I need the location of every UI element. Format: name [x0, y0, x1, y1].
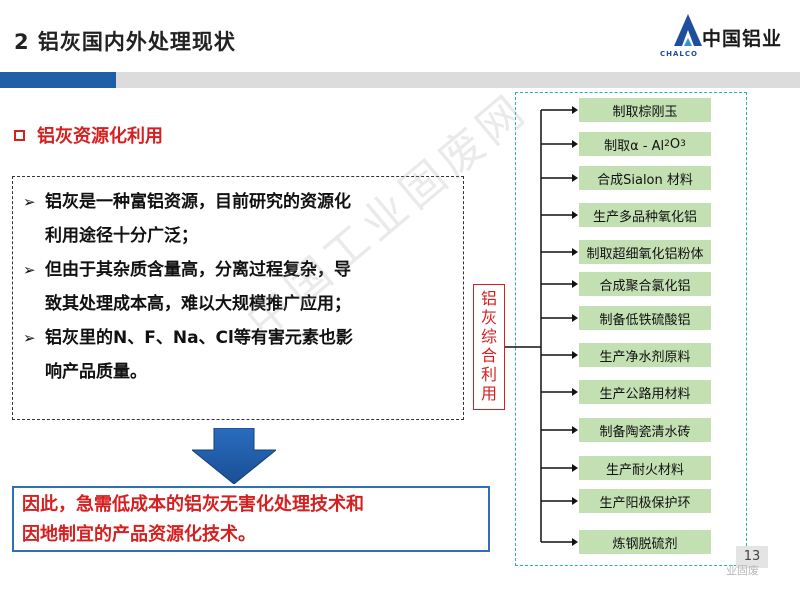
page-title: 2 铝灰国内外处理现状 [14, 30, 236, 54]
section-title-text: 铝灰资源化利用 [37, 126, 163, 147]
arrow-bullet-icon: ➢ [23, 193, 36, 211]
branch-node: 生产耐火材料 [579, 456, 711, 480]
branch-node-text: 制取棕刚玉 [612, 104, 678, 120]
root-node-text: 铝灰综合利用 [480, 289, 497, 403]
branch-node: 合成Sialon 材料 [579, 166, 711, 190]
branch-node: 生产公路用材料 [579, 380, 711, 404]
subscript-text: 2 [664, 139, 670, 149]
branch-node-text: 合成Sialon 材料 [597, 172, 693, 188]
bullet-text-continued: 致其处理成本高，难以大规模推广应用； [45, 294, 351, 314]
header-bar-accent [0, 72, 116, 88]
arrow-bullet-icon: ➢ [23, 261, 36, 279]
header-bar [116, 72, 800, 88]
bullet-text-box: ➢ 铝灰是一种富铝资源，目前研究的资源化 利用途径十分广泛； ➢ 但由于其杂质含… [12, 176, 464, 420]
bullet-text: 铝灰里的N、F、Na、Cl等有害元素也影 [45, 328, 353, 348]
branch-node: 生产阳极保护环 [579, 489, 711, 513]
branch-node: 制取棕刚玉 [579, 98, 711, 122]
logo-text: 中国铝业 [702, 28, 783, 50]
bullet-text-continued: 利用途径十分广泛； [45, 226, 198, 246]
bullet-text: 但由于其杂质含量高，分离过程复杂，导 [45, 260, 351, 280]
branch-node-text: 生产耐火材料 [605, 462, 684, 478]
branch-node-text: 炼钢脱硫剂 [612, 536, 678, 552]
bullet-item: ➢ 铝灰是一种富铝资源，目前研究的资源化 [23, 185, 453, 219]
branch-node: 制取超细氧化铝粉体 [579, 240, 711, 264]
branch-node-text: 生产净水剂原料 [599, 349, 691, 365]
branch-node-text: 生产多品种氧化铝 [592, 209, 697, 225]
bullet-text: 铝灰是一种富铝资源，目前研究的资源化 [45, 192, 351, 212]
branch-node-text: 制取超细氧化铝粉体 [586, 246, 704, 262]
conclusion-text-continued: 因地制宜的产品资源化技术。 [22, 524, 256, 545]
conclusion-text: 因此，急需低成本的铝灰无害化处理技术和 [22, 494, 364, 515]
square-bullet-icon [14, 129, 25, 141]
branch-node: 生产净水剂原料 [579, 343, 711, 367]
branch-node-text: 合成聚合氯化铝 [599, 278, 691, 294]
logo-subtext: CHALCO [660, 50, 698, 58]
branch-node-text: 制备陶瓷清水砖 [599, 424, 691, 440]
diagram-frame [515, 92, 747, 566]
branch-node: 制备陶瓷清水砖 [579, 418, 711, 442]
branch-node: 生产多品种氧化铝 [579, 203, 711, 227]
down-arrow-icon [192, 428, 276, 484]
section-title: 铝灰资源化利用 [14, 122, 163, 148]
bullet-item: ➢ 但由于其杂质含量高，分离过程复杂，导 [23, 253, 453, 287]
branch-node: 炼钢脱硫剂 [579, 530, 711, 554]
branch-node-text: O [669, 136, 681, 152]
chalco-logo [674, 14, 702, 46]
slide-number: 13 [736, 546, 768, 568]
branch-node-text: 生产阳极保护环 [599, 495, 691, 511]
branch-node-text: 生产公路用材料 [599, 386, 691, 402]
subscript-text: 3 [680, 139, 686, 149]
branch-node: 合成聚合氯化铝 [579, 272, 711, 296]
branch-node-text: 制备低铁硫酸铝 [599, 312, 691, 328]
root-node: 铝灰综合利用 [473, 284, 505, 410]
branch-node-text: 制取α - Al [604, 138, 665, 154]
conclusion-box: 因此，急需低成本的铝灰无害化处理技术和 因地制宜的产品资源化技术。 [12, 486, 490, 552]
arrow-bullet-icon: ➢ [23, 329, 36, 347]
bullet-text-continued: 响产品质量。 [45, 362, 147, 382]
branch-node: 制备低铁硫酸铝 [579, 306, 711, 330]
bullet-item: ➢ 铝灰里的N、F、Na、Cl等有害元素也影 [23, 321, 453, 355]
footer-watermark: 业固废 [726, 564, 759, 577]
